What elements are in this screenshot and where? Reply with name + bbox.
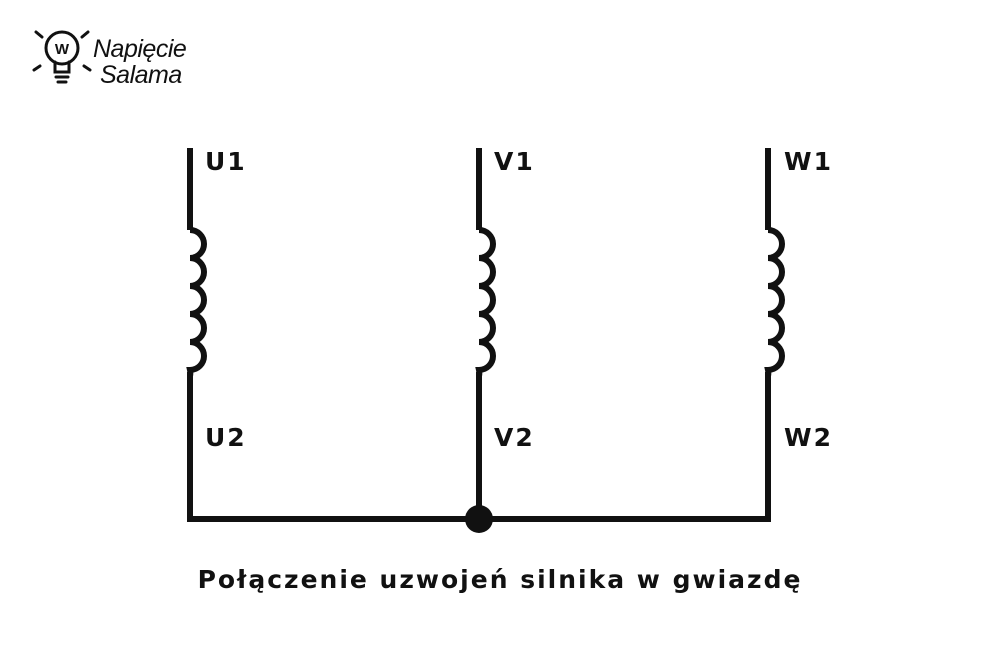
terminal-label-w1: W1 bbox=[784, 147, 833, 176]
terminal-label-w2: W2 bbox=[784, 423, 833, 452]
terminal-label-v1: V1 bbox=[494, 147, 535, 176]
winding-u bbox=[186, 148, 207, 522]
lightbulb-icon: W bbox=[32, 30, 92, 84]
bulb-letter: W bbox=[55, 41, 70, 58]
terminal-label-u2: U2 bbox=[205, 423, 247, 452]
winding-v bbox=[475, 148, 496, 520]
terminal-label-v2: V2 bbox=[494, 423, 535, 452]
logo-line-1: Napięcie bbox=[93, 35, 187, 63]
diagram-caption: Połączenie uzwojeń silnika w gwiazdę bbox=[197, 565, 803, 594]
winding-w bbox=[764, 148, 785, 522]
logo-line-2: Salama bbox=[100, 61, 182, 89]
star-point-node bbox=[465, 505, 493, 533]
terminal-label-u1: U1 bbox=[205, 147, 247, 176]
